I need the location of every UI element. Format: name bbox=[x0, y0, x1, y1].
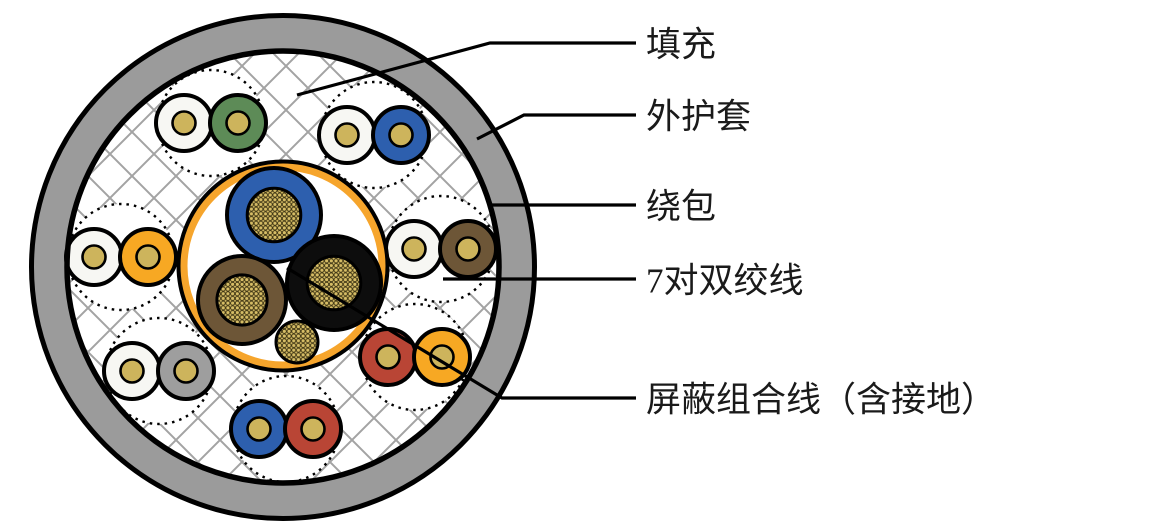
wire-core bbox=[375, 344, 401, 370]
wire-core bbox=[173, 358, 199, 384]
conductor-strand-core bbox=[245, 186, 303, 244]
wrapping-ring bbox=[64, 48, 502, 486]
twisted-pair-bottom bbox=[229, 374, 343, 484]
wire-core bbox=[246, 416, 272, 442]
wire-core bbox=[429, 344, 455, 370]
label-shielded-group: 屏蔽组合线（含接地） bbox=[646, 381, 996, 420]
wire-core bbox=[81, 244, 107, 270]
twisted-pair-top-left bbox=[154, 68, 268, 178]
conductor-strand-core bbox=[215, 273, 269, 327]
label-filling: 填充 bbox=[646, 26, 716, 65]
wire-core bbox=[135, 244, 161, 270]
twisted-pair-left bbox=[64, 202, 178, 312]
wire-core bbox=[401, 236, 427, 262]
shield-conductor-blue bbox=[225, 166, 323, 264]
twisted-pair-bottom-left bbox=[102, 316, 216, 426]
leader-outer-jacket bbox=[476, 113, 636, 141]
twisted-pair-right bbox=[384, 194, 498, 304]
shield-conductors bbox=[196, 166, 383, 365]
label-twisted-pairs: 7对双绞线 bbox=[646, 262, 804, 301]
wire-core bbox=[334, 122, 360, 148]
wire-core bbox=[455, 236, 481, 262]
ground-wire bbox=[274, 319, 320, 365]
conductor-strand-core bbox=[305, 254, 363, 312]
leader-filling bbox=[296, 41, 636, 97]
label-wrapping: 绕包 bbox=[646, 188, 716, 227]
label-outer-jacket: 外护套 bbox=[646, 98, 751, 137]
wire-core bbox=[388, 122, 414, 148]
leader-shielded-group bbox=[286, 266, 636, 400]
twisted-pair-top-right bbox=[317, 80, 431, 190]
wire-core bbox=[225, 110, 251, 136]
wire-core bbox=[300, 416, 326, 442]
shield-conductor-brown bbox=[196, 254, 288, 346]
wire-core bbox=[119, 358, 145, 384]
wire-core bbox=[171, 110, 197, 136]
twisted-pairs bbox=[64, 68, 498, 484]
shield-group bbox=[176, 159, 390, 373]
shield-conductor-black bbox=[285, 234, 383, 332]
